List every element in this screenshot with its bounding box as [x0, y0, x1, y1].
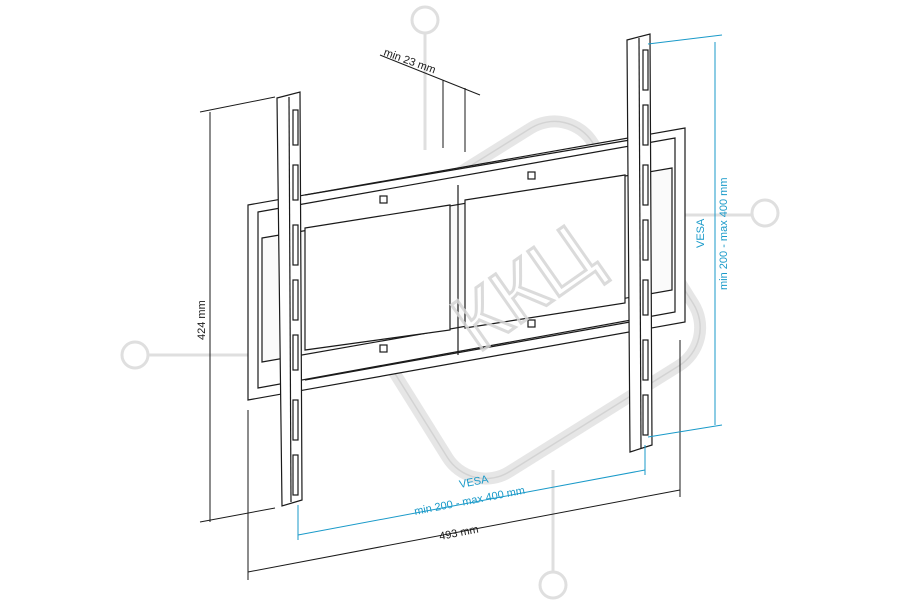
mount-frame [247, 127, 686, 401]
dimension-lines [199, 54, 681, 580]
width-label: 493 mm [438, 524, 479, 543]
vesa-horizontal-title: VESA [458, 473, 490, 491]
vesa-lines [297, 34, 723, 540]
depth-label: min 23 mm [382, 47, 437, 77]
left-rail [276, 91, 303, 507]
right-rail [626, 33, 653, 453]
height-label: 424 mm [196, 300, 208, 340]
vesa-vertical-range: min 200 - max 400 mm [718, 178, 730, 290]
vesa-horizontal-range: min 200 - max 400 mm [413, 485, 526, 518]
vesa-vertical-title: VESA [695, 218, 707, 248]
